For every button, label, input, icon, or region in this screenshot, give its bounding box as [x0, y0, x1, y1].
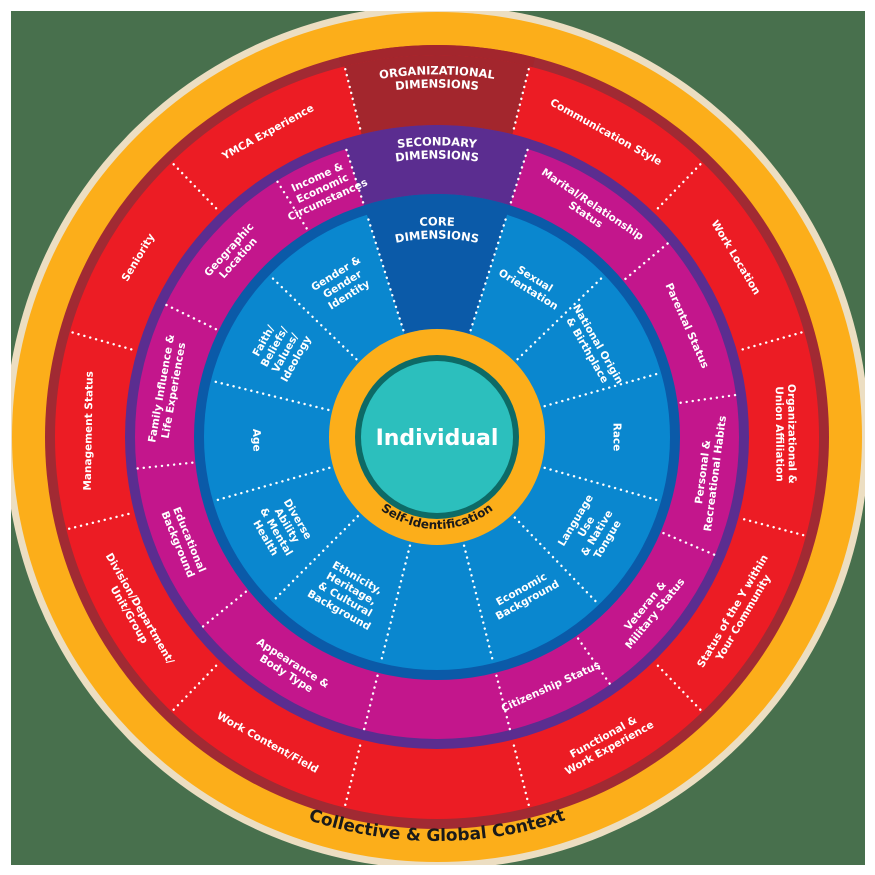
core-divider	[211, 466, 331, 503]
core-divider	[543, 371, 663, 408]
core-divider	[516, 273, 606, 361]
individual-label: Individual	[376, 426, 499, 451]
core-dimensions-header: CORE	[419, 214, 455, 229]
secondary-dimensions-header: DIMENSIONS	[394, 148, 480, 165]
svg-text:Organizational &: Organizational &	[785, 384, 798, 484]
svg-text:Age: Age	[250, 429, 262, 452]
core-header-wedge	[363, 194, 511, 334]
organizational-header-wedge-border	[338, 44, 536, 68]
core-dimensions-header: DIMENSIONS	[394, 228, 481, 246]
core-divider	[469, 213, 509, 332]
core-item: Age	[250, 429, 262, 452]
svg-text:Management Status: Management Status	[82, 371, 96, 491]
organizational-dimensions-header: ORGANIZATIONAL	[378, 63, 496, 82]
secondary-dimensions-header: SECONDARY	[396, 134, 478, 151]
organizational-header-wedge	[344, 55, 530, 135]
diversity-wheel: ORGANIZATIONALDIMENSIONSSECONDARYDIMENSI…	[11, 11, 865, 865]
svg-text:Union Affiliation: Union Affiliation	[773, 386, 786, 481]
core-divider	[365, 213, 405, 332]
core-divider	[513, 516, 601, 606]
secondary-header-wedge	[343, 124, 531, 206]
core-divider	[543, 466, 663, 503]
organizational-dimensions-header: DIMENSIONS	[394, 77, 479, 93]
core-divider	[271, 514, 360, 603]
core-divider	[268, 273, 358, 361]
individual-circle	[361, 361, 513, 513]
core-divider	[379, 544, 412, 665]
svg-text:Race: Race	[610, 423, 622, 452]
core-item: Race	[610, 423, 622, 452]
core-divider	[462, 544, 495, 665]
organizational-item: Organizational &Union Affiliation	[773, 384, 798, 484]
core-divider	[209, 379, 330, 412]
organizational-item: Management Status	[82, 371, 96, 491]
